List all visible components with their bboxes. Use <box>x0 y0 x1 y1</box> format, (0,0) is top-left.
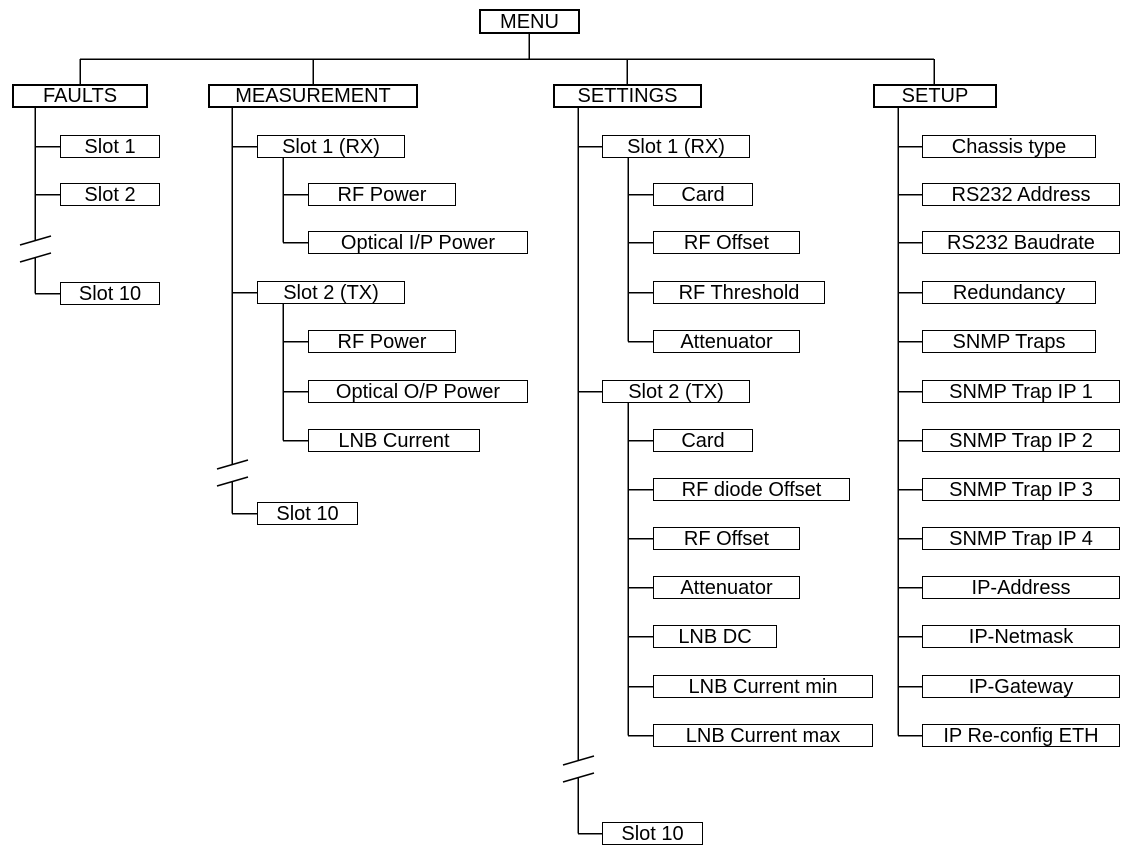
node-setup: SETUP <box>873 84 997 108</box>
node-setup-redundancy: Redundancy <box>922 281 1096 304</box>
node-settings-slot-1-rx: Slot 1 (RX) <box>602 135 750 158</box>
node-settings-slot2-lnb-dc: LNB DC <box>653 625 777 648</box>
measurement-connectors <box>231 108 308 515</box>
node-settings-slot2-card: Card <box>653 429 753 452</box>
node-setup-snmp-trap-ip-1: SNMP Trap IP 1 <box>922 380 1120 403</box>
node-setup-snmp-trap-ip-2: SNMP Trap IP 2 <box>922 429 1120 452</box>
settings-connectors <box>577 108 653 835</box>
node-measurement-slot-1-rx: Slot 1 (RX) <box>257 135 405 158</box>
node-settings: SETTINGS <box>553 84 702 108</box>
node-measurement-slot1-optical-ip-power: Optical I/P Power <box>308 231 528 254</box>
node-measurement-slot-10: Slot 10 <box>257 502 358 525</box>
node-measurement-slot2-optical-op-power: Optical O/P Power <box>308 380 528 403</box>
node-settings-slot2-rf-diode-offset: RF diode Offset <box>653 478 850 501</box>
node-setup-ip-netmask: IP-Netmask <box>922 625 1120 648</box>
settings-break-mark-icon <box>562 755 595 783</box>
node-setup-rs232-baudrate: RS232 Baudrate <box>922 231 1120 254</box>
node-measurement-slot2-lnb-current: LNB Current <box>308 429 480 452</box>
faults-connectors <box>34 108 60 295</box>
node-settings-slot2-lnb-current-max: LNB Current max <box>653 724 873 747</box>
node-settings-slot-10: Slot 10 <box>602 822 703 845</box>
node-settings-slot1-attenuator: Attenuator <box>653 330 800 353</box>
node-faults-slot-10: Slot 10 <box>60 282 160 305</box>
node-setup-snmp-trap-ip-4: SNMP Trap IP 4 <box>922 527 1120 550</box>
node-measurement-slot-2-tx: Slot 2 (TX) <box>257 281 405 304</box>
faults-break-mark-icon <box>19 235 52 263</box>
node-setup-ip-gateway: IP-Gateway <box>922 675 1120 698</box>
setup-connectors <box>897 108 922 737</box>
node-settings-slot2-rf-offset: RF Offset <box>653 527 800 550</box>
node-faults-slot-1: Slot 1 <box>60 135 160 158</box>
trunk-connectors <box>79 34 935 84</box>
node-settings-slot2-lnb-current-min: LNB Current min <box>653 675 873 698</box>
node-measurement-slot2-rf-power: RF Power <box>308 330 456 353</box>
node-setup-snmp-trap-ip-3: SNMP Trap IP 3 <box>922 478 1120 501</box>
node-settings-slot1-rf-threshold: RF Threshold <box>653 281 825 304</box>
node-measurement: MEASUREMENT <box>208 84 418 108</box>
node-measurement-slot1-rf-power: RF Power <box>308 183 456 206</box>
node-faults: FAULTS <box>12 84 148 108</box>
node-settings-slot2-attenuator: Attenuator <box>653 576 800 599</box>
node-setup-rs232-address: RS232 Address <box>922 183 1120 206</box>
node-setup-ip-address: IP-Address <box>922 576 1120 599</box>
node-setup-ip-reconfig-eth: IP Re-config ETH <box>922 724 1120 747</box>
node-settings-slot-2-tx: Slot 2 (TX) <box>602 380 750 403</box>
node-settings-slot1-rf-offset: RF Offset <box>653 231 800 254</box>
node-setup-chassis-type: Chassis type <box>922 135 1096 158</box>
node-setup-snmp-traps: SNMP Traps <box>922 330 1096 353</box>
node-settings-slot1-card: Card <box>653 183 753 206</box>
node-menu: MENU <box>479 9 580 34</box>
measurement-break-mark-icon <box>216 459 249 487</box>
node-faults-slot-2: Slot 2 <box>60 183 160 206</box>
